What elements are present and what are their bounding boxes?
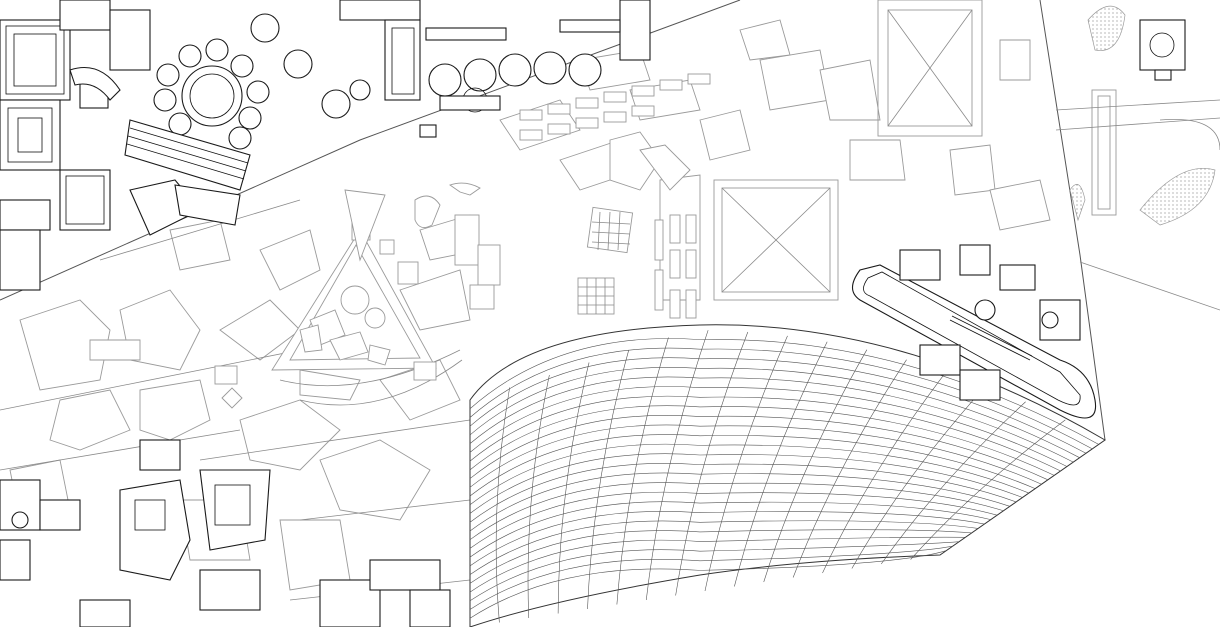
wedge-band [469,424,1042,488]
wedge-band [469,357,1087,454]
central-blocks [379,131,691,310]
dark-building-top-right[interactable] [1055,5,1220,226]
wedge-band [469,386,1068,467]
wedge-division [851,385,987,569]
wedge-band [469,491,998,549]
wedge-band [469,434,1036,497]
wedge-band [469,511,985,567]
palace-complex-top[interactable] [339,0,651,138]
wedge-band [469,443,1029,506]
pyramid-square-center[interactable] [713,179,839,301]
wedge-band [469,520,979,575]
wedge-division [792,359,907,578]
circular-building-cluster[interactable] [124,13,371,236]
wedge-band [469,550,947,619]
grid-plaza[interactable] [577,206,634,315]
wedge-band [469,453,1023,514]
wedge-band [469,376,1074,463]
wedge-division [557,362,590,614]
wedge-division [587,349,630,610]
wedge-band [469,536,966,593]
wedge-division [616,337,669,605]
wedge-division [527,374,550,619]
dark-clusters-bottom-left[interactable] [0,439,451,627]
dark-complex-top-left[interactable] [0,0,151,291]
wedge-division [704,335,788,592]
wedge-band [469,472,1010,532]
wedge-band [469,415,1049,481]
wedge-band [469,395,1061,472]
wedge-band [469,367,1080,458]
wedge-division [645,330,709,601]
wedge-division [822,371,947,574]
wedge-division [495,387,510,623]
wedge-band [469,529,972,584]
wedge-band [469,405,1055,476]
wedge-band [469,463,1017,523]
row-buildings [519,73,711,319]
wedge-division [763,349,868,583]
wedge-band [469,545,953,610]
pyramid-square-top-right[interactable] [877,0,983,137]
wedge-division [675,331,749,596]
wedge-division [734,341,828,587]
wedge-division [910,419,1066,560]
wedge-division [881,401,1026,565]
wedge-band [469,541,960,602]
wedge-band [469,482,1004,540]
wedge-outline [469,324,1106,627]
triangle-monument[interactable] [214,189,437,409]
curved-grid-structure[interactable] [469,324,1106,627]
wedge-band [469,501,991,558]
circus-complex-right[interactable] [851,244,1097,419]
